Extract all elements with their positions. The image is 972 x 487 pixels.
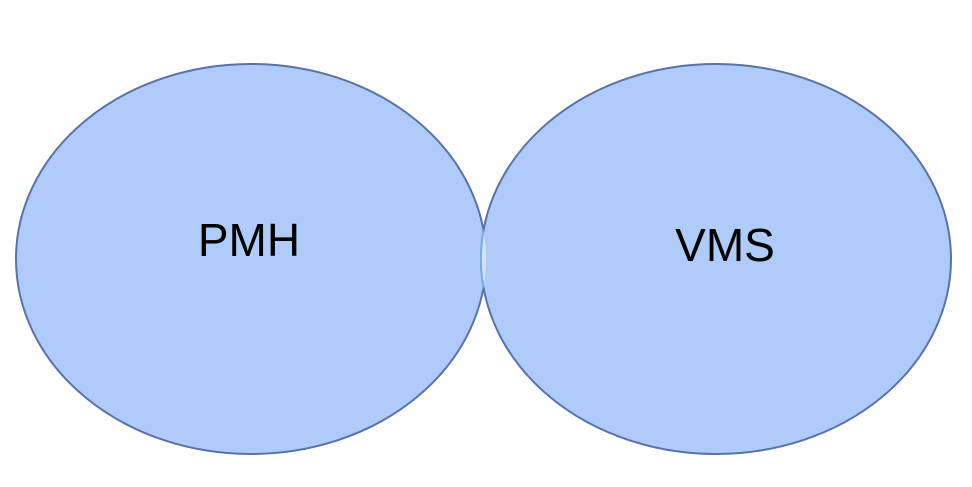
set-vms-label: VMS: [675, 219, 775, 271]
set-pmh-label: PMH: [198, 214, 300, 266]
intersection-region: [480, 64, 486, 454]
